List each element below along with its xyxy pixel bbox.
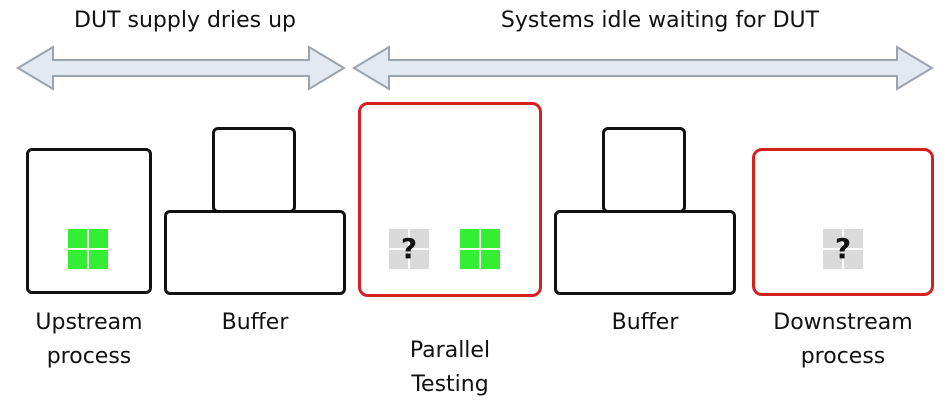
upstream-label-line2: process xyxy=(46,344,132,369)
placeholder-tile xyxy=(410,250,429,269)
question-mark: ? xyxy=(400,232,418,265)
upstream-label-line1: Upstream xyxy=(35,310,143,335)
dut-tile xyxy=(89,229,108,248)
dut-tile xyxy=(460,229,479,248)
systems-idle-arrow xyxy=(352,45,934,91)
question-mark: ? xyxy=(834,232,852,265)
downstream-label-line2: process xyxy=(800,344,886,369)
dut-tile xyxy=(481,250,500,269)
downstream-label-line1: Downstream xyxy=(773,310,913,335)
downstream-process-box xyxy=(752,148,934,296)
dut-supply-label: DUT supply dries up xyxy=(74,8,296,33)
placeholder-tile xyxy=(410,229,429,248)
parallel-testing-box xyxy=(358,102,542,297)
buffer-2-base xyxy=(554,210,736,295)
parallel-testing-label-line1: Parallel xyxy=(409,338,491,363)
dut-tile xyxy=(68,250,87,269)
buffer-2-top xyxy=(602,127,686,213)
dut-tile xyxy=(481,229,500,248)
buffer-1-base xyxy=(164,210,346,295)
parallel-testing-label-line2: Testing xyxy=(411,372,489,397)
dut-supply-arrow xyxy=(16,45,346,91)
dut-tile xyxy=(89,250,108,269)
buffer-2-label: Buffer xyxy=(611,310,679,335)
upstream-process-box xyxy=(26,148,152,294)
span-arrows xyxy=(16,45,934,91)
placeholder-tile xyxy=(844,229,863,248)
dut-tile xyxy=(460,250,479,269)
systems-idle-label: Systems idle waiting for DUT xyxy=(500,8,820,33)
dut-tile xyxy=(68,229,87,248)
placeholder-tile xyxy=(823,250,842,269)
buffer-1-top xyxy=(212,127,296,213)
buffer-1-label: Buffer xyxy=(221,310,289,335)
placeholder-tile xyxy=(389,250,408,269)
placeholder-tile xyxy=(844,250,863,269)
placeholder-tile xyxy=(823,229,842,248)
placeholder-tile xyxy=(389,229,408,248)
